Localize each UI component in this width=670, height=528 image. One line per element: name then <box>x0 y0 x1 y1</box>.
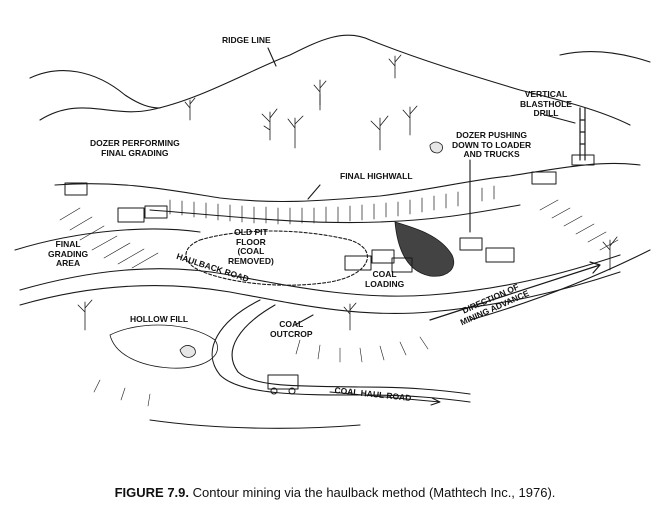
label-coal-outcrop: COAL OUTCROP <box>270 319 313 339</box>
label-old-pit-floor: OLD PIT FLOOR (COAL REMOVED) <box>228 227 274 266</box>
label-grading: GRADING <box>48 248 89 259</box>
label-removed: REMOVED) <box>228 255 274 266</box>
haulback-road-edge-2 <box>19 271 621 315</box>
slope-strokes <box>93 336 429 407</box>
truck-right <box>485 247 515 263</box>
label-outcrop: OUTCROP <box>270 328 313 339</box>
label-drill: DRILL <box>533 108 559 118</box>
label-coal-loading: COAL LOADING <box>365 269 405 289</box>
label-dozer-performing: DOZER PERFORMING <box>90 138 180 148</box>
lower-slope <box>14 228 201 251</box>
label-final-highwall: FINAL HIGHWALL <box>340 171 413 181</box>
dozer-final-grading <box>64 182 88 196</box>
truck-left <box>117 207 145 223</box>
truck-loading-1 <box>344 255 372 271</box>
caption-text: Contour mining via the haulback method (… <box>192 485 556 500</box>
trees <box>77 54 618 331</box>
label-final-grading: FINAL GRADING <box>101 147 169 158</box>
boulder-1 <box>179 345 196 358</box>
label-dozer-pushing-line1: DOZER PUSHING <box>456 130 528 140</box>
right-hill <box>559 50 651 63</box>
caption-figure-number: FIGURE 7.9. <box>114 485 190 500</box>
label-hollow-fill: HOLLOW FILL <box>130 314 189 324</box>
label-ridge-line: RIDGE LINE <box>222 35 271 45</box>
outcrop-leader <box>294 314 314 326</box>
label-dozer-pushing-line3: AND TRUCKS <box>463 149 520 159</box>
equipment <box>64 171 557 395</box>
label-floor: FLOOR <box>236 236 266 247</box>
label-final: FINAL <box>55 239 81 249</box>
label-coal-paren: (COAL <box>237 246 265 256</box>
dozer-top-right <box>531 171 557 185</box>
bench-top <box>54 162 641 203</box>
grading-hatching <box>59 207 159 269</box>
label-coal: COAL <box>372 269 397 279</box>
label-old-pit: OLD PIT <box>234 227 268 237</box>
coal-haul-road-edge-2 <box>231 304 471 395</box>
drill-leader <box>544 114 576 124</box>
bottom-sweep <box>149 419 361 429</box>
dozer-pushing <box>459 237 483 251</box>
label-vertical: VERTICAL <box>524 89 568 99</box>
left-hill <box>29 70 161 109</box>
label-dozer-pushing: DOZER PUSHING DOWN TO LOADER AND TRUCKS <box>452 130 532 160</box>
label-final-grading-area: FINAL GRADING AREA <box>48 239 89 269</box>
hollow-fill-outline <box>109 324 218 369</box>
coal-seam-loading-area <box>394 221 455 277</box>
highwall-hatching <box>169 185 495 225</box>
highwall-leader <box>307 184 321 200</box>
right-hatching <box>539 199 619 251</box>
figure-caption: FIGURE 7.9. Contour mining via the haulb… <box>0 485 670 500</box>
pit-floor <box>185 230 368 286</box>
haulback-road-edge-1 <box>19 254 621 297</box>
label-area: AREA <box>56 258 81 268</box>
label-loading: LOADING <box>365 278 405 289</box>
boulder-2 <box>429 141 443 154</box>
blasthole-drill-mast <box>579 107 586 161</box>
truck-loading-2 <box>371 249 395 264</box>
coal-haul-truck <box>267 374 299 390</box>
label-dozer-pushing-line2: DOWN TO LOADER <box>452 139 532 150</box>
coal-haul-road-edge-1 <box>211 299 471 403</box>
truck-left-2 <box>144 205 168 219</box>
label-outcrop-coal: COAL <box>279 319 304 329</box>
ridge-outline <box>39 34 631 126</box>
label-vertical-blasthole-drill: VERTICAL BLASTHOLE DRILL <box>520 89 572 119</box>
label-dozer-final-grading: DOZER PERFORMING FINAL GRADING <box>90 138 180 158</box>
ridge-leader <box>267 47 277 67</box>
direction-arrow <box>429 261 601 321</box>
highwall-bottom <box>149 204 521 224</box>
label-blasthole: BLASTHOLE <box>520 98 572 109</box>
coal-haul-arrow <box>329 391 441 406</box>
right-slope <box>469 249 651 321</box>
drill-base <box>571 154 595 166</box>
